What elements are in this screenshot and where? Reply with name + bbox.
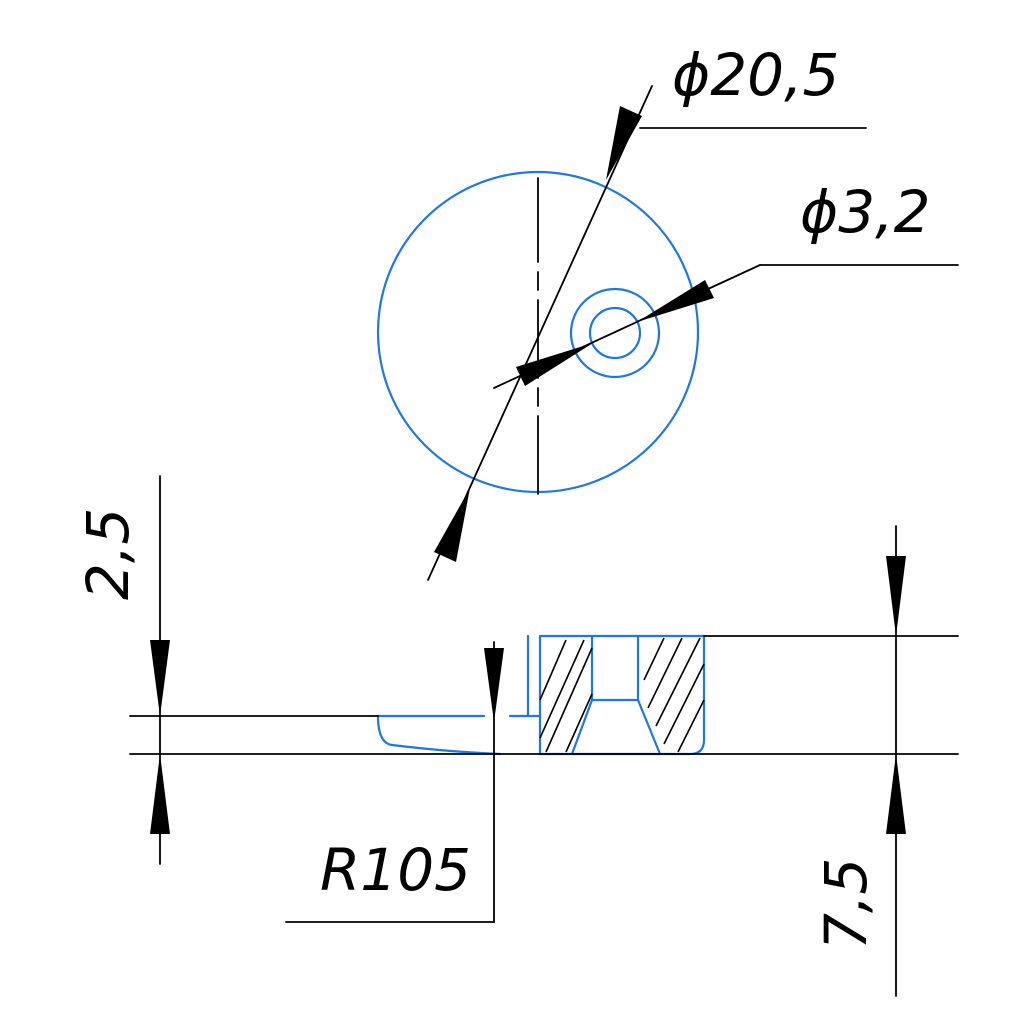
total-height-label: 7,5 [812,858,880,950]
countersunk-hole [570,634,662,756]
section-extension-lines [129,635,959,755]
hole-diameter-label: ϕ3,2 [800,178,931,246]
total-height-dimension [886,525,906,997]
thick-part-outline [526,634,706,756]
section-hatching [539,637,705,753]
section-view [376,634,706,756]
outer-diameter-dimension [427,85,867,581]
thin-step-dimension [150,475,170,865]
radius-dimension [285,641,504,923]
curved-bottom-outline [376,714,502,756]
hole-diameter-dimension [493,264,959,389]
thin-step-label: 2,5 [74,508,142,600]
radius-label: R105 [320,836,471,904]
hole-outer-circle [569,287,661,379]
outer-diameter-label: ϕ20,5 [672,41,839,109]
hole-inner-circle [588,306,642,360]
